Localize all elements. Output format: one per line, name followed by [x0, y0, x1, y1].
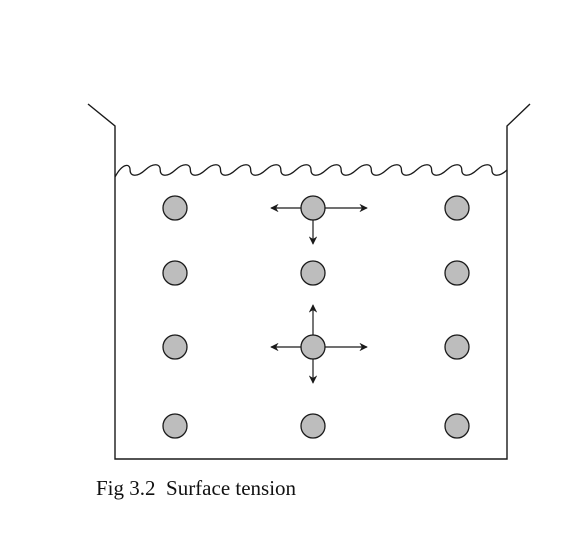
- molecule-r3-c1: [162, 334, 188, 360]
- molecule-r4-c1: [162, 413, 188, 439]
- molecule-r4-c2: [300, 413, 326, 439]
- molecule-r3-c3: [444, 334, 470, 360]
- molecule-r2-c2: [300, 260, 326, 286]
- molecule-r1-c1: [162, 195, 188, 221]
- liquid-surface: [114, 164, 508, 178]
- figure-caption: Fig 3.2 Surface tension: [96, 476, 297, 500]
- molecule-r1-c3: [444, 195, 470, 221]
- molecule-r2-c3: [444, 260, 470, 286]
- molecule-grid: [162, 195, 470, 439]
- molecule-r2-c1: [162, 260, 188, 286]
- molecule-r4-c3: [444, 413, 470, 439]
- force-arrows: [270, 203, 368, 384]
- beaker-outline: [87, 103, 531, 460]
- molecule-r3-c2: [300, 334, 326, 360]
- molecule-r1-c2: [300, 195, 326, 221]
